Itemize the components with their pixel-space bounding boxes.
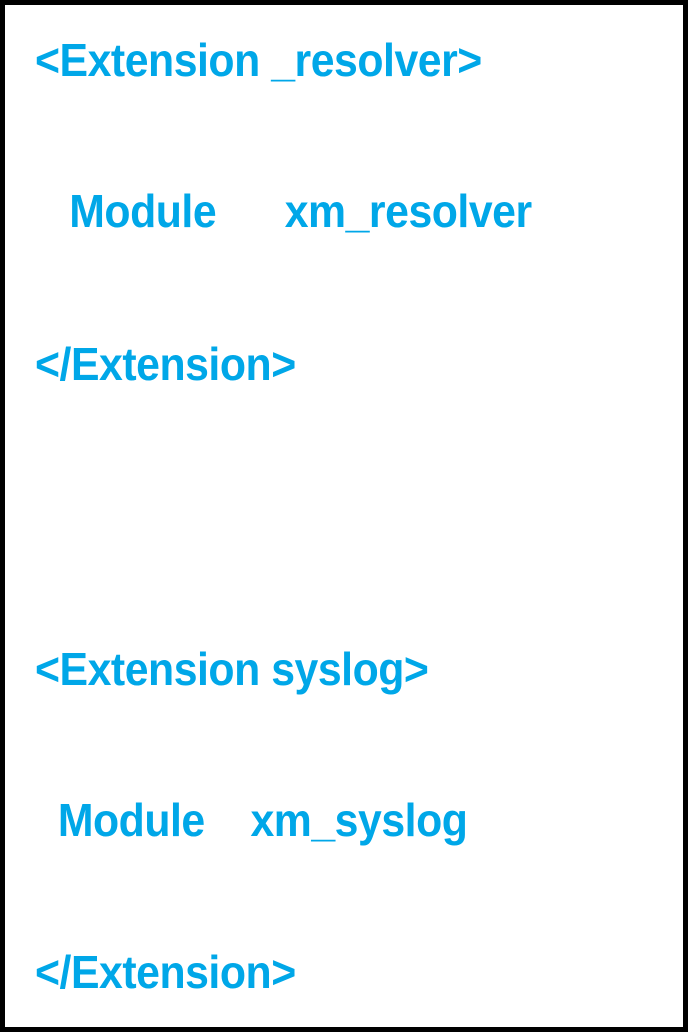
code-line-syslog-module-directive: Module xm_syslog [35, 794, 468, 846]
configuration-code-block: <Extension _resolver> Module xm_resolver… [5, 5, 683, 1027]
code-line-syslog-open-tag: <Extension syslog> [35, 643, 429, 695]
code-line-syslog-close-tag: </Extension> [35, 946, 296, 998]
code-blank-separator [35, 425, 635, 625]
code-line-resolver-module-directive: Module xm_resolver [35, 185, 532, 237]
code-line-resolver-close-tag: </Extension> [35, 338, 296, 390]
code-line-resolver-open-tag: <Extension _resolver> [35, 34, 482, 86]
